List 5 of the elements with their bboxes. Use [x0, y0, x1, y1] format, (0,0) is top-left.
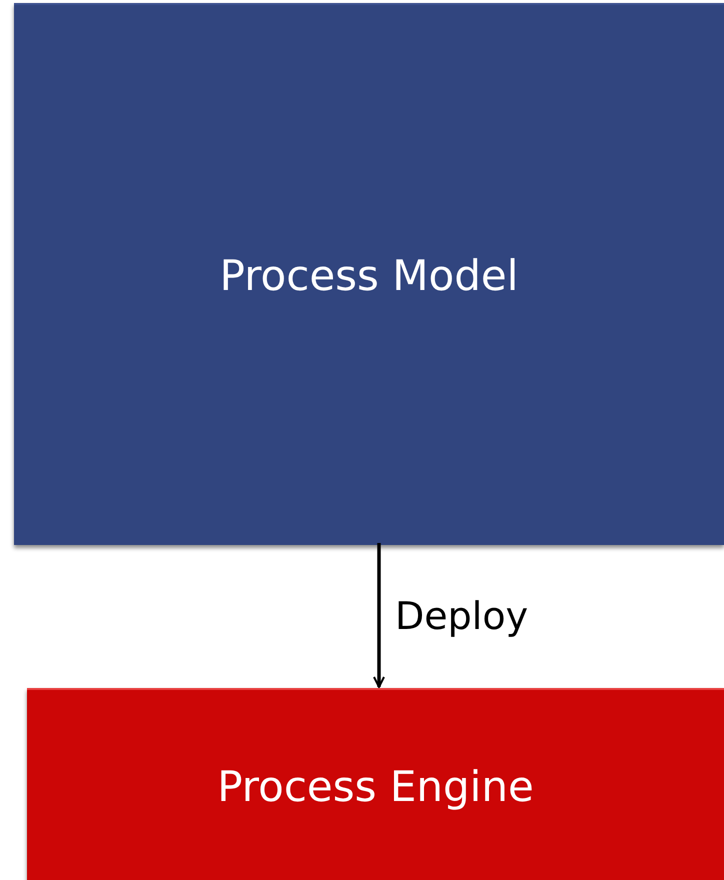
box-label: Process Engine [217, 762, 534, 810]
box-label: Process Model [220, 250, 518, 300]
process-box [27, 688, 724, 880]
process-box [14, 3, 724, 545]
arrow [373, 543, 385, 688]
